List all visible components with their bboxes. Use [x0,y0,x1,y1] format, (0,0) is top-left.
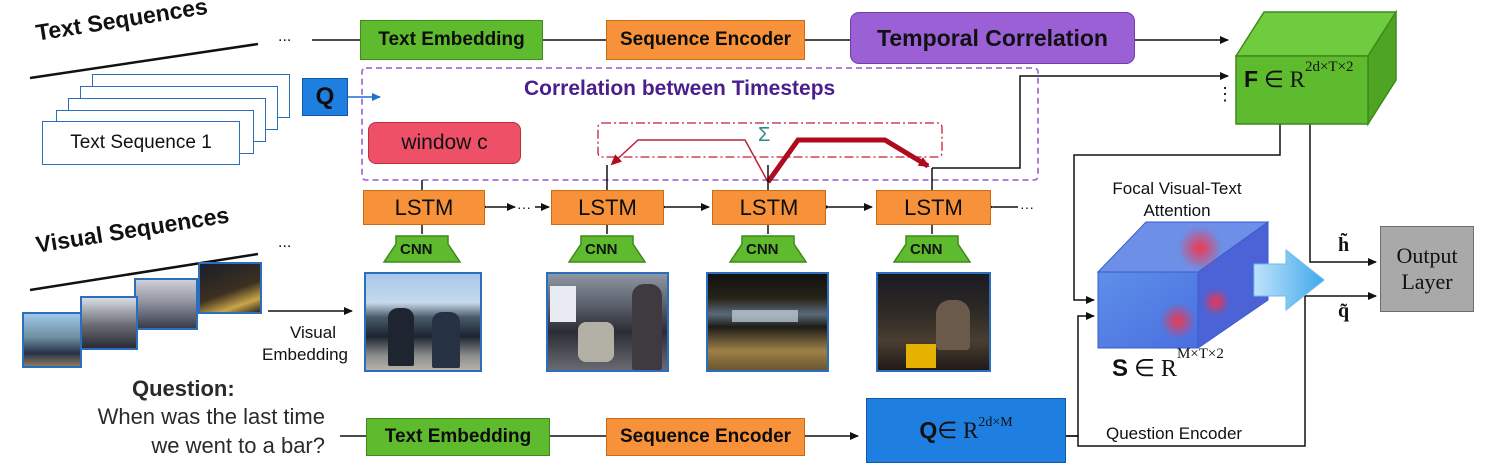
s-attention-cube [1096,221,1270,349]
question-text-line1: When was the last time [97,404,325,429]
text-embedding-bottom-box: Text Embedding [366,418,550,456]
visual-sequences-underline [29,252,259,292]
sequence-encoder-top-box: Sequence Encoder [606,20,805,60]
q-matrix-sup: 2d×M [978,414,1013,430]
visual-frame-thumb [22,312,82,368]
f-matrix-in: ∈ R [1258,67,1305,92]
s-matrix-symbol: S [1112,355,1129,382]
cnn-label-2: CNN [585,241,618,258]
text-sequence-card: Text Sequence 1 [42,121,240,165]
f-matrix-label: F ∈ R2d×T×2 [1244,59,1354,93]
sigma-symbol: Σ [758,124,771,146]
question-text-line2: we went to a bar? [151,433,325,458]
visual-embedding-label: Visual Embedding [262,322,378,366]
visual-frame-1 [364,272,482,372]
output-layer-box: Output Layer [1380,226,1474,312]
query-q-box: Q [302,78,348,116]
temporal-correlation-box: Temporal Correlation [850,12,1135,64]
q-matrix-symbol: Q [919,417,938,443]
f-matrix-symbol: F [1244,66,1259,92]
output-layer-line2: Layer [1401,269,1453,294]
visual-frame-thumb [134,278,198,330]
text-embedding-top-box: Text Embedding [360,20,543,60]
focal-attention-label: Focal Visual-Text Attention [1102,178,1252,222]
visual-sequences-ellipsis: ... [278,234,292,251]
f-vertical-dots: ⋮ [1216,84,1234,104]
visual-embedding-line1: Visual [290,323,336,342]
visual-frame-2 [546,272,669,372]
lstm-cell-3: LSTM [712,190,826,225]
h-tilde-label: h̃ [1338,234,1350,256]
output-layer-line1: Output [1396,243,1458,268]
visual-embedding-line2: Embedding [262,345,349,364]
correlation-dashed-box [361,67,1039,181]
cnn-shape-4 [892,235,972,263]
visual-frame-thumb [80,296,138,350]
cnn-label-4: CNN [910,241,943,258]
question-encoder-label: Question Encoder [1106,424,1243,443]
text-sequences-ellipsis: ... [278,28,292,45]
window-c-box: window c [368,122,521,164]
cnn-shape-1 [382,235,462,263]
lstm-cell-1: LSTM [363,190,485,225]
focal-attention-line2: Attention [1143,201,1211,220]
question-title: Question: [132,376,235,401]
correlation-between-timesteps-label: Correlation between Timesteps [524,77,836,100]
lstm-cell-4: LSTM [876,190,991,225]
svg-text:···: ··· [1020,199,1034,215]
q-tilde-label: q̃ [1338,300,1350,322]
s-matrix-in: ∈ R [1128,356,1177,382]
visual-frame-4 [876,272,991,372]
sequence-encoder-bottom-box: Sequence Encoder [606,418,805,456]
text-sequences-underline [29,42,259,80]
f-feature-cube [1234,9,1398,127]
svg-text:···: ··· [517,199,531,215]
f-matrix-sup: 2d×T×2 [1304,58,1354,75]
attention-output-arrow [1253,248,1325,312]
visual-frame-thumb [198,262,262,314]
cnn-label-1: CNN [400,241,433,258]
q-matrix-in: ∈ R [937,417,979,443]
cnn-shape-2 [567,235,647,263]
visual-frame-3 [706,272,829,372]
focal-attention-line1: Focal Visual-Text [1112,179,1242,198]
cnn-shape-3 [728,235,808,263]
s-matrix-sup: M×T×2 [1176,345,1224,362]
s-matrix-label: S ∈ RM×T×2 [1112,346,1224,383]
cnn-label-3: CNN [746,241,779,258]
lstm-cell-2: LSTM [551,190,664,225]
